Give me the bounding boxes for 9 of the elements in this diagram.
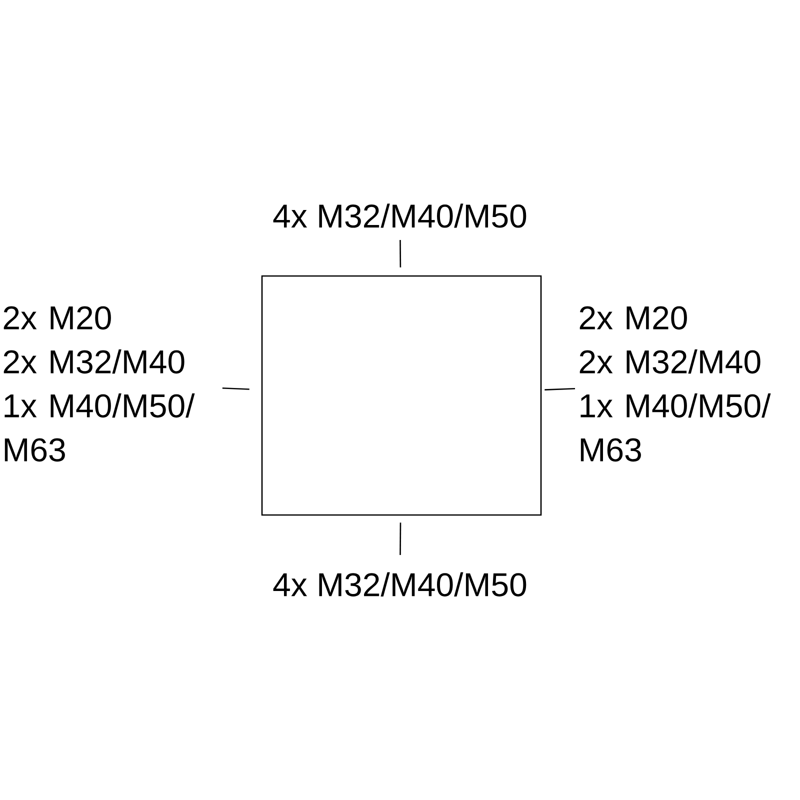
leader-line	[400, 522, 402, 556]
leader-line	[400, 240, 402, 268]
leader-line	[222, 387, 250, 390]
enclosure-box	[261, 275, 542, 516]
port-label: 2x M20 2x M32/M40 1x M40/M50/ M63	[580, 306, 771, 462]
port-label: 4x M32/M40/M50	[273, 204, 526, 228]
leader-line	[544, 388, 576, 390]
port-label: 4x M32/M40/M50	[273, 572, 526, 596]
port-label: 2x M20 2x M32/M40 1x M40/M50/ M63	[4, 306, 195, 462]
